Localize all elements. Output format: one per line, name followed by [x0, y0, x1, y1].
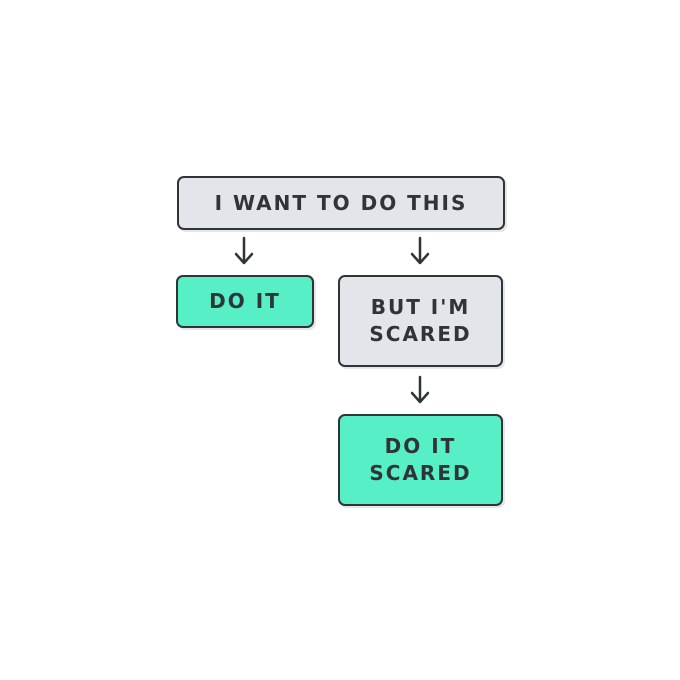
- arrow-scared-to-do-it-scared: [410, 375, 430, 404]
- node-label-line-1: DO IT: [384, 434, 457, 458]
- node-do-it: DO IT: [176, 275, 314, 328]
- node-do-it-scared: DO IT SCARED: [338, 414, 503, 506]
- node-label-line-2: SCARED: [369, 322, 472, 346]
- arrow-start-to-scared: [410, 236, 430, 265]
- node-label: DO IT: [209, 289, 281, 313]
- arrow-start-to-do-it: [234, 236, 254, 265]
- node-label-wrapper: BUT I'M SCARED: [369, 294, 471, 348]
- node-label-wrapper: DO IT SCARED: [369, 433, 471, 487]
- node-label: I WANT TO DO THIS: [214, 190, 468, 215]
- node-label-line-1: BUT I'M: [370, 295, 471, 319]
- node-i-want-to-do-this: I WANT TO DO THIS: [177, 176, 505, 230]
- node-label-line-2: SCARED: [369, 461, 472, 485]
- node-but-im-scared: BUT I'M SCARED: [338, 275, 503, 367]
